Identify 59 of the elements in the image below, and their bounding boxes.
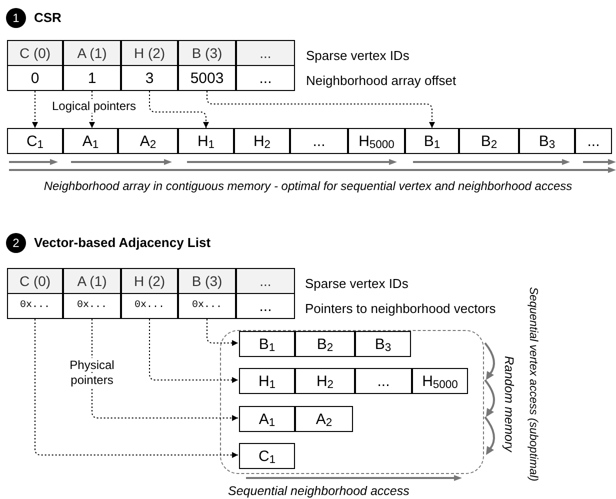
table-cell: B$_{1}$ bbox=[239, 331, 295, 357]
table-cell: 0x... bbox=[7, 293, 63, 319]
table-cell: B$_{3}$ bbox=[519, 128, 575, 154]
table-cell: ... bbox=[236, 65, 295, 91]
header-cell: B (3) bbox=[178, 268, 236, 294]
table-cell: H$_{1}$ bbox=[239, 368, 295, 394]
caption-text: Random memory bbox=[501, 356, 517, 454]
table-cell: 3 bbox=[121, 65, 178, 91]
header-cell: ... bbox=[236, 268, 295, 294]
table-cell: H$_{1}$ bbox=[178, 128, 234, 154]
table-cell: A$_{2}$ bbox=[295, 406, 353, 432]
table-cell: H$_{2}$ bbox=[234, 128, 290, 154]
caption-text: Neighborhood array in contiguous memory - optimal for sequential vertex and neighborhood access bbox=[42, 178, 574, 195]
annotation-label: Physical pointers bbox=[68, 358, 116, 388]
table-cell: 1 bbox=[63, 65, 121, 91]
header-cell: H (2) bbox=[121, 268, 178, 294]
table-cell: H$_{2}$ bbox=[295, 368, 355, 394]
annotation-label: Logical pointers bbox=[52, 98, 138, 115]
table-cell: ... bbox=[575, 128, 612, 154]
header-cell: C (0) bbox=[7, 268, 63, 294]
table-cell: C$_{1}$ bbox=[239, 443, 295, 469]
section-heading: Vector-based Adjacency List bbox=[34, 234, 211, 252]
table-cell: B$_{3}$ bbox=[355, 331, 411, 357]
number-badge: 1 bbox=[6, 8, 26, 28]
table-cell: A$_{1}$ bbox=[63, 128, 118, 154]
table-cell: H$_{5000}$ bbox=[412, 368, 468, 394]
table-cell: 0 bbox=[7, 65, 63, 91]
table-cell: H$_{5000}$ bbox=[348, 128, 405, 154]
pointer-arrow bbox=[206, 90, 435, 128]
caption-text: Sequential neighborhood access bbox=[228, 483, 410, 499]
table-cell: A$_{1}$ bbox=[239, 406, 295, 432]
table-cell: ... bbox=[355, 368, 412, 394]
pointer-arrow bbox=[206, 318, 238, 346]
header-cell: A (1) bbox=[63, 268, 121, 294]
header-cell: ... bbox=[236, 40, 295, 66]
header-cell: H (2) bbox=[121, 40, 178, 66]
caption-text: Sequential vertex access (suboptimal) bbox=[526, 287, 540, 484]
section-heading: CSR bbox=[34, 9, 62, 28]
pointer-arrow bbox=[149, 90, 209, 128]
table-cell: B$_{2}$ bbox=[459, 128, 519, 154]
table-cell: C$_{1}$ bbox=[7, 128, 63, 154]
table-cell: ... bbox=[290, 128, 348, 154]
pointer-arrow bbox=[34, 318, 238, 458]
table-cell: 0x... bbox=[121, 293, 178, 319]
table-cell: ... bbox=[236, 293, 295, 319]
pointer-arrow bbox=[149, 318, 238, 383]
table-cell: B$_{1}$ bbox=[405, 128, 459, 154]
table-cell: 5003 bbox=[178, 65, 236, 91]
pointer-arrow bbox=[32, 90, 38, 128]
table-cell: B$_{2}$ bbox=[295, 331, 355, 357]
number-badge: 2 bbox=[6, 233, 26, 253]
dashed-container bbox=[220, 330, 484, 474]
table-cell: A$_{2}$ bbox=[118, 128, 178, 154]
header-cell: A (1) bbox=[63, 40, 121, 66]
table-cell: 0x... bbox=[63, 293, 121, 319]
pointer-arrow bbox=[92, 318, 238, 421]
table-cell: 0x... bbox=[178, 293, 236, 319]
header-cell: C (0) bbox=[7, 40, 63, 66]
header-cell: B (3) bbox=[178, 40, 236, 66]
